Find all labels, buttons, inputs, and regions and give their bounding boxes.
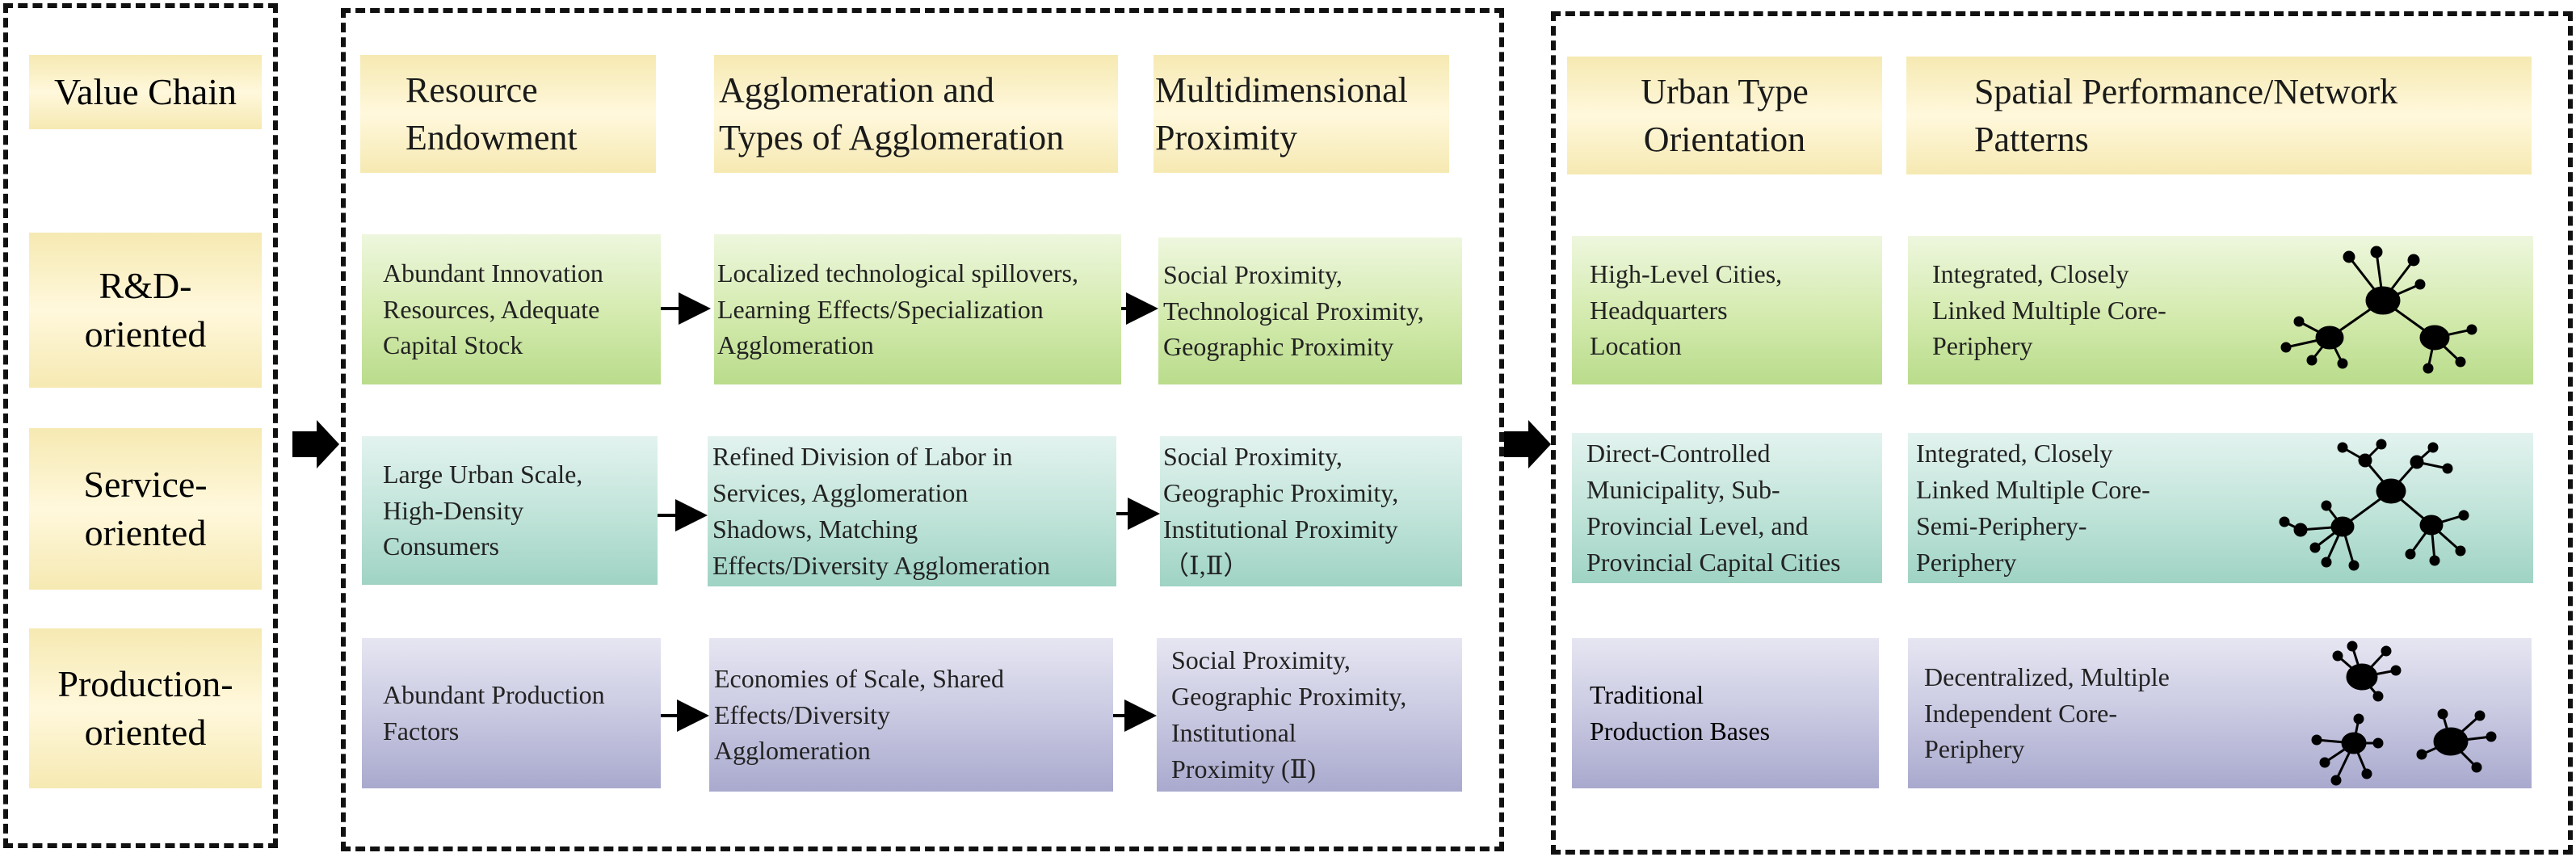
block-arrow-left [292, 420, 339, 468]
mechanism-frame [341, 8, 1504, 851]
production-oriented-label: Production-oriented [29, 628, 262, 788]
value-chain-header: Value Chain [29, 55, 262, 129]
rd-oriented-label: R&D-oriented [29, 233, 262, 388]
production-proximity-cell: Social Proximity,Geographic Proximity,In… [1157, 638, 1462, 792]
rd-agglomeration-cell: Localized technological spillovers,Learn… [714, 234, 1121, 384]
outcome-frame [1551, 11, 2573, 855]
service-oriented-label: Service-oriented [29, 428, 262, 590]
network-decentralized-icon [2311, 641, 2497, 786]
rd-proximity-cell: Social Proximity,Technological Proximity… [1158, 237, 1462, 384]
service-proximity-cell: Social Proximity,Geographic Proximity,In… [1160, 436, 1462, 586]
network-semi-periphery-icon [2279, 439, 2469, 571]
value-chain-frame [3, 3, 278, 848]
network-integrated-icon [2280, 246, 2477, 374]
block-arrow-right [1504, 420, 1551, 468]
